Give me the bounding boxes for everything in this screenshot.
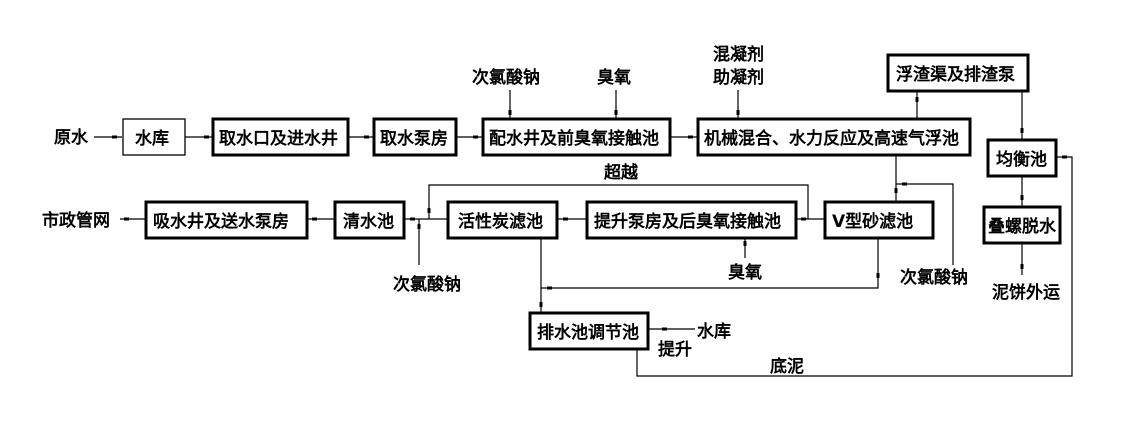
naclo-pre-label: 次氯酸钠 bbox=[472, 67, 540, 88]
screw-dewatering-label: 叠螺脱水 bbox=[988, 216, 1057, 237]
municipal-label: 市政管网 bbox=[42, 210, 110, 231]
coagulant-aid-label: 助凝剂 bbox=[713, 67, 764, 88]
ozone-pre-label: 臭氧 bbox=[597, 67, 631, 88]
drain-regulation-label: 排水池调节池 bbox=[537, 322, 639, 343]
scum-channel-box bbox=[886, 53, 1030, 93]
suction-pump-label: 吸水井及送水泵房 bbox=[153, 211, 289, 232]
v-filter-label: V型砂滤池 bbox=[832, 211, 913, 232]
lift-pump-post-ozone-label: 提升泵房及后臭氧接触池 bbox=[594, 211, 781, 232]
naclo-final-label: 次氯酸钠 bbox=[393, 274, 461, 295]
reservoir-label: 水库 bbox=[135, 128, 169, 149]
equalization-tank-label: 均衡池 bbox=[996, 149, 1047, 170]
gac-filter-label: 活性炭滤池 bbox=[458, 211, 543, 232]
intake-pump-label: 取水泵房 bbox=[380, 128, 448, 149]
screw-dewatering-box bbox=[982, 205, 1062, 245]
distribution-well-label: 配水井及前臭氧接触池 bbox=[489, 128, 659, 149]
reservoir-return-label: 水库 bbox=[697, 321, 731, 342]
mixing-flotation-box bbox=[696, 117, 972, 157]
naclo-filter-label: 次氯酸钠 bbox=[900, 267, 968, 288]
suction-pump-box bbox=[144, 200, 309, 240]
lift-pump-post-ozone-box bbox=[585, 200, 798, 240]
drain-regulation-box bbox=[528, 311, 650, 351]
ozone-post-label: 臭氧 bbox=[728, 262, 762, 283]
sludge-label: 底泥 bbox=[770, 356, 804, 377]
cake-out-label: 泥饼外运 bbox=[992, 282, 1060, 303]
scum-channel-label: 浮渣渠及排渣泵 bbox=[896, 64, 1015, 85]
lift-label: 提升 bbox=[658, 340, 692, 360]
gac-filter-box bbox=[446, 200, 559, 240]
raw-water-label: 原水 bbox=[54, 127, 89, 148]
clear-well-box bbox=[333, 200, 406, 240]
v-filter-box bbox=[823, 200, 935, 240]
mixing-flotation-label: 机械混合、水力反应及高速气浮池 bbox=[704, 128, 959, 149]
intake-box bbox=[211, 117, 350, 157]
clear-well-label: 清水池 bbox=[343, 211, 394, 232]
equalization-tank-box bbox=[986, 138, 1058, 178]
bypass-label: 超越 bbox=[604, 162, 639, 183]
intake-label: 取水口及进水井 bbox=[219, 128, 338, 149]
coagulant-label: 混凝剂 bbox=[713, 44, 764, 65]
